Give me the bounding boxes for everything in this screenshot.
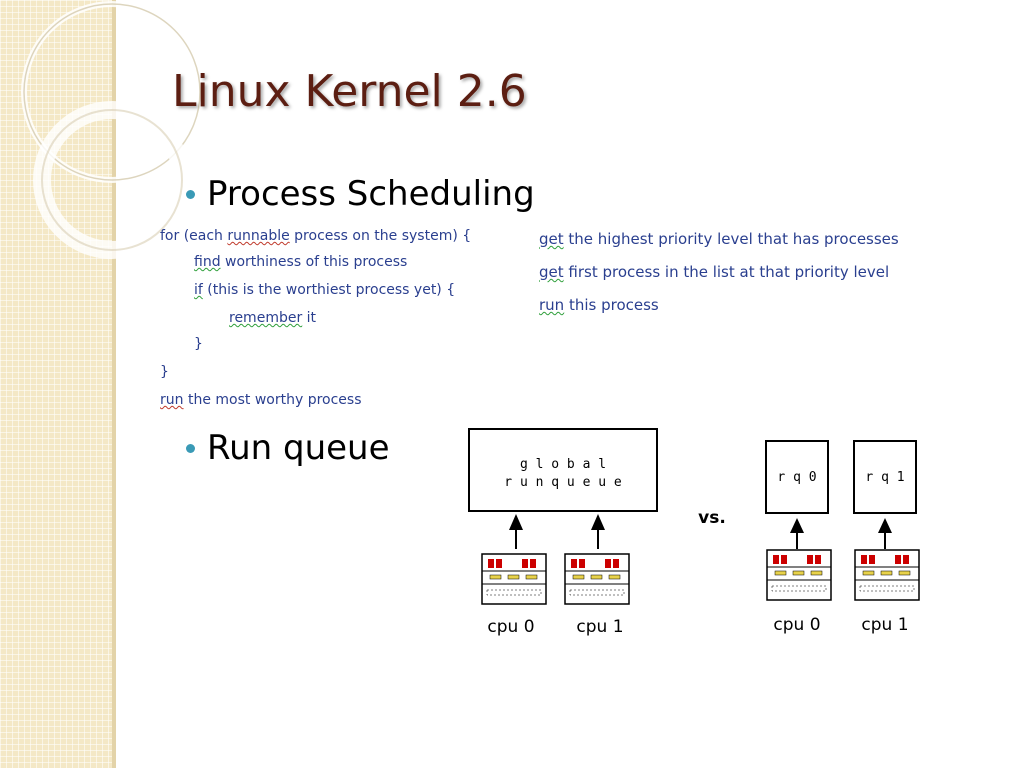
- global-runqueue-line1: g l o b a l: [520, 457, 606, 472]
- decorative-circles: [21, 1, 203, 259]
- code-line: if (this is the worthiest process yet) {: [194, 282, 456, 298]
- pseudocode-right: get the highest priority level that has …: [0, 0, 899, 314]
- cpu-chip-icon: [564, 553, 630, 605]
- code-line: remember it: [229, 310, 317, 326]
- rq0-label: r q 0: [777, 470, 816, 485]
- rq1-label: r q 1: [865, 470, 904, 485]
- bullet-text: Run queue: [207, 428, 390, 468]
- cpu0-label-right: cpu 0: [773, 615, 820, 635]
- bullet-process-scheduling: Process Scheduling: [186, 174, 535, 214]
- bullet-icon: [186, 443, 195, 453]
- arrow-cpu0-rq0: [790, 518, 804, 549]
- global-runqueue-box: [468, 428, 658, 512]
- code-line: get the highest priority level that has …: [539, 230, 899, 248]
- arrow-cpu1-global: [591, 514, 605, 549]
- cpu-chip-icon: [481, 553, 547, 605]
- cpu-chip-icon: [766, 549, 832, 601]
- global-runqueue-line2: r u n q u e u e: [504, 475, 622, 490]
- code-line: get first process in the list at that pr…: [539, 263, 890, 281]
- cpu-chip-icon: [854, 549, 920, 601]
- code-line: run the most worthy process: [160, 392, 362, 408]
- cpu1-label-right: cpu 1: [861, 615, 908, 635]
- cpu0-label: cpu 0: [487, 617, 534, 637]
- code-line: run this process: [539, 296, 659, 314]
- bullet-run-queue: Run queue: [186, 428, 390, 468]
- arrow-cpu1-rq1: [878, 518, 892, 549]
- code-line: }: [194, 336, 203, 352]
- rq1-box: [853, 440, 917, 514]
- bullet-icon: [186, 189, 195, 199]
- rq0-box: [765, 440, 829, 514]
- arrow-cpu0-global: [509, 514, 523, 549]
- slide-title: Linux Kernel 2.6: [172, 66, 527, 117]
- code-line: find worthiness of this process: [194, 254, 408, 270]
- cpu1-label: cpu 1: [576, 617, 623, 637]
- bullet-text: Process Scheduling: [207, 174, 535, 214]
- sidebar-edge: [112, 0, 116, 768]
- vs-label: vs.: [698, 508, 726, 528]
- pseudocode-left: for (each runnable process on the system…: [0, 0, 471, 408]
- code-line: }: [160, 364, 169, 380]
- code-line: for (each runnable process on the system…: [160, 228, 472, 244]
